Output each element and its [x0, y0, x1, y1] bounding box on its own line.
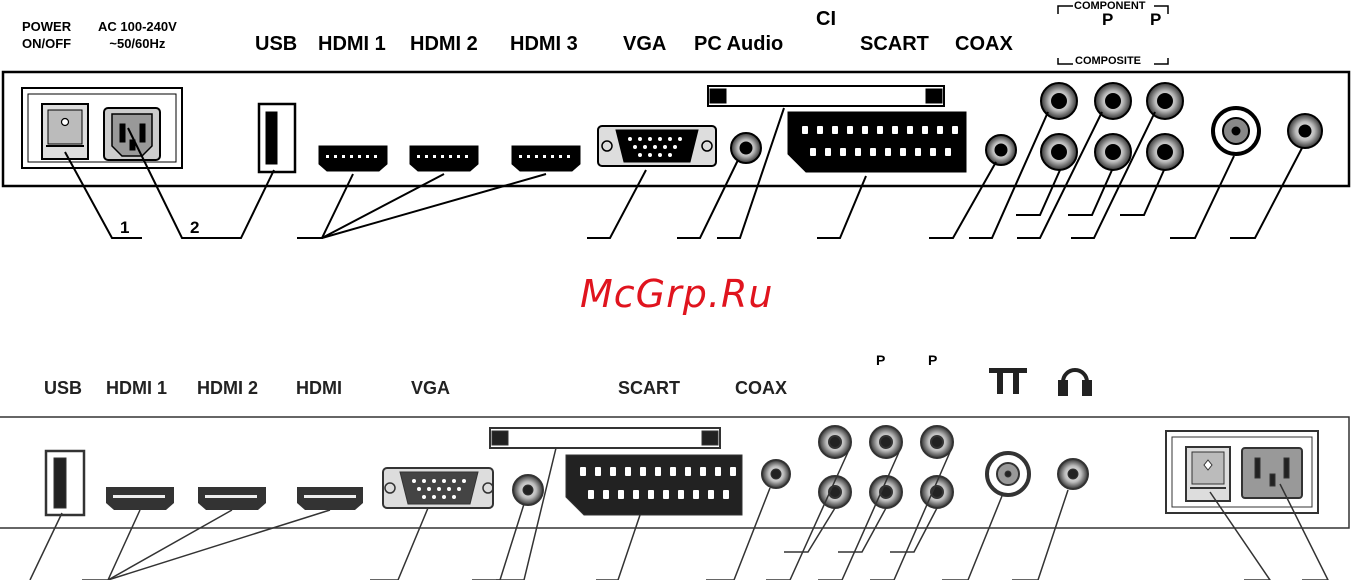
- power-block-bottom: [1166, 431, 1318, 513]
- pc-audio-jack-top: [731, 133, 761, 163]
- antenna-icon: [989, 368, 1027, 394]
- usb-port-bottom: [46, 451, 84, 515]
- vga-port-top: [598, 126, 716, 166]
- ci-slot-top: [708, 86, 944, 106]
- headphones-icon: [1060, 370, 1090, 394]
- scart-port-top: [788, 112, 966, 172]
- hdmi-port-top: [319, 146, 580, 171]
- pc-audio-jack-bottom: [513, 475, 543, 505]
- coax-jack-top: [986, 135, 1016, 165]
- top-panel: [3, 6, 1349, 238]
- power-switch-top: [42, 104, 88, 159]
- coax-jack-bottom: [762, 460, 790, 488]
- hdmi-port-bottom: [106, 487, 363, 510]
- antenna-jack-top: [1213, 108, 1259, 154]
- vga-port-bottom: [383, 468, 493, 508]
- ci-slot-bottom: [490, 428, 720, 448]
- usb-port-top: [259, 104, 295, 172]
- rca-jacks-top: [1041, 83, 1183, 170]
- scart-port-bottom: [566, 455, 742, 515]
- headphone-jack-top: [1288, 114, 1322, 148]
- bottom-panel: [0, 368, 1349, 580]
- rca-jacks-bottom: [819, 426, 953, 508]
- headphone-jack-bottom: [1058, 459, 1088, 489]
- antenna-jack-bottom: [987, 453, 1029, 495]
